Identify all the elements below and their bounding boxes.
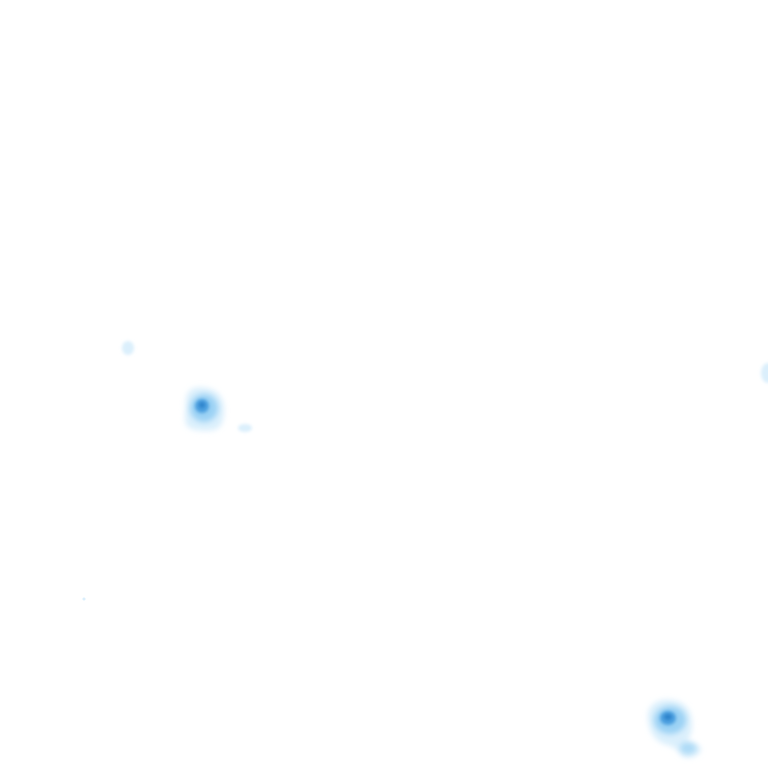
- heat-blob-small-left: [122, 341, 134, 355]
- heat-dot-lower-left: [82, 597, 86, 601]
- heat-blob-right-edge: [761, 363, 768, 383]
- heat-hotspot-left: [185, 387, 224, 431]
- heat-hotspot-bottom-right: [648, 699, 701, 758]
- heat-speck-left: [238, 424, 252, 432]
